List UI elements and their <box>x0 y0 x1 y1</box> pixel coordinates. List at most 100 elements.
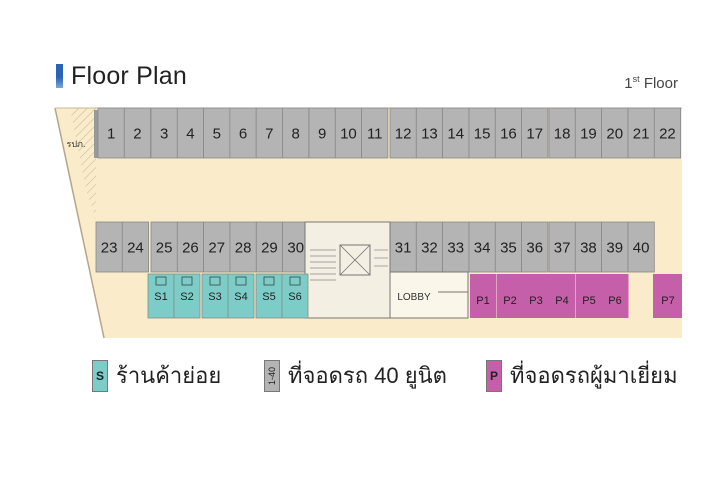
parking-stall-19: 19 <box>574 107 602 159</box>
parking-stall-4: 4 <box>176 107 205 159</box>
stall-box <box>415 107 443 159</box>
stall-label: 13 <box>421 125 438 142</box>
visitor-box <box>549 274 576 318</box>
stall-label: 23 <box>101 239 118 256</box>
parking-stall-14: 14 <box>442 107 470 159</box>
parking-stall-23: 23 <box>95 221 123 273</box>
stall-label: 4 <box>186 125 194 142</box>
parking-stall-27: 27 <box>203 221 231 273</box>
stall-label: 10 <box>340 125 357 142</box>
stall-box <box>601 107 629 159</box>
stall-box <box>255 273 283 319</box>
stall-label: 38 <box>580 239 597 256</box>
stall-box <box>627 221 655 273</box>
stall-box <box>97 107 125 159</box>
stall-box <box>203 221 231 273</box>
stall-label: 24 <box>127 239 144 256</box>
visitor-label: P4 <box>555 295 568 307</box>
stall-box <box>442 221 470 273</box>
legend-visitor-text: ที่จอดรถผู้มาเยี่ยม <box>510 363 678 388</box>
stall-label: S3 <box>208 291 221 303</box>
stall-label: S1 <box>154 291 167 303</box>
parking-stall-22: 22 <box>653 107 681 159</box>
stall-box <box>521 221 549 273</box>
visitor-stall-P3: P3 <box>523 274 550 318</box>
floor-label: 1st Floor <box>624 74 678 92</box>
visitor-box <box>497 274 524 318</box>
stall-label: 22 <box>659 125 676 142</box>
stall-label: 36 <box>526 239 543 256</box>
shop-fixture <box>263 276 275 286</box>
parking-stall-5: 5 <box>203 107 231 159</box>
stall-label: 11 <box>367 125 383 142</box>
stall-box <box>548 107 576 159</box>
stall-box <box>468 107 496 159</box>
stair-treads <box>310 249 388 281</box>
parking-stall-37: 37 <box>548 221 576 273</box>
stall-box <box>173 273 201 319</box>
parking-stall-8: 8 <box>282 107 310 159</box>
page-title-text: Floor Plan <box>71 61 187 90</box>
parking-stall-7: 7 <box>255 107 283 159</box>
parking-stall-13: 13 <box>415 107 443 159</box>
stall-label: 5 <box>213 125 221 142</box>
parking-stall-35: 35 <box>494 221 522 273</box>
visitor-stall-P6: P6 <box>602 274 629 318</box>
legend-shop-text: ร้านค้าย่อย <box>116 363 222 388</box>
legend: S ร้านค้าย่อย 1-40 ที่จอดรถ 40 ยูนิต P ท… <box>0 358 728 402</box>
stall-box <box>281 273 309 319</box>
stall-box <box>389 221 417 273</box>
parking-stall-39: 39 <box>601 221 629 273</box>
stall-label: 26 <box>182 239 199 256</box>
stall-box <box>574 221 602 273</box>
stall-box <box>548 221 576 273</box>
stall-label: 14 <box>447 125 464 142</box>
stall-label: 25 <box>156 239 173 256</box>
stall-box <box>121 221 150 273</box>
parking-stall-10: 10 <box>334 107 362 159</box>
stall-label: 32 <box>421 239 438 256</box>
title-accent-bar <box>56 64 63 88</box>
visitor-label: P2 <box>503 295 516 307</box>
parking-stall-26: 26 <box>176 221 205 273</box>
stair-core <box>304 221 391 319</box>
stall-label: 19 <box>580 125 597 142</box>
stall-box <box>229 221 257 273</box>
stall-box <box>150 221 178 273</box>
legend-visitor: P ที่จอดรถผู้มาเยี่ยม <box>486 358 678 393</box>
stall-label: S2 <box>180 291 193 303</box>
ramp-edge <box>54 107 105 339</box>
parking-stall-25: 25 <box>150 221 178 273</box>
lobby-label: LOBBY <box>397 292 431 303</box>
parking-stall-6: 6 <box>229 107 257 159</box>
visitor-stall-P4: P4 <box>549 274 576 318</box>
stall-label: 15 <box>474 125 491 142</box>
parking-stall-36: 36 <box>521 221 549 273</box>
visitor-label: P1 <box>476 295 489 307</box>
parking-stall-29: 29 <box>255 221 283 273</box>
stall-box <box>361 107 389 159</box>
stall-box <box>308 107 336 159</box>
visitor-box <box>653 274 682 318</box>
stall-box <box>574 107 602 159</box>
parking-stall-S5: S5 <box>255 273 283 319</box>
stall-label: S6 <box>288 291 301 303</box>
stall-box <box>255 221 283 273</box>
visitor-stall-P5: P5 <box>576 274 603 318</box>
elevator-shaft <box>339 244 371 276</box>
shop-fixture <box>181 276 193 286</box>
visitor-stall-P2: P2 <box>497 274 524 318</box>
visitor-box <box>576 274 603 318</box>
stall-label: 20 <box>606 125 623 142</box>
stall-box <box>468 221 496 273</box>
stall-box <box>521 107 549 159</box>
stall-box <box>150 107 178 159</box>
parking-stall-16: 16 <box>494 107 522 159</box>
stall-box <box>229 107 257 159</box>
stall-label: 7 <box>265 125 273 142</box>
stall-label: 17 <box>526 125 543 142</box>
